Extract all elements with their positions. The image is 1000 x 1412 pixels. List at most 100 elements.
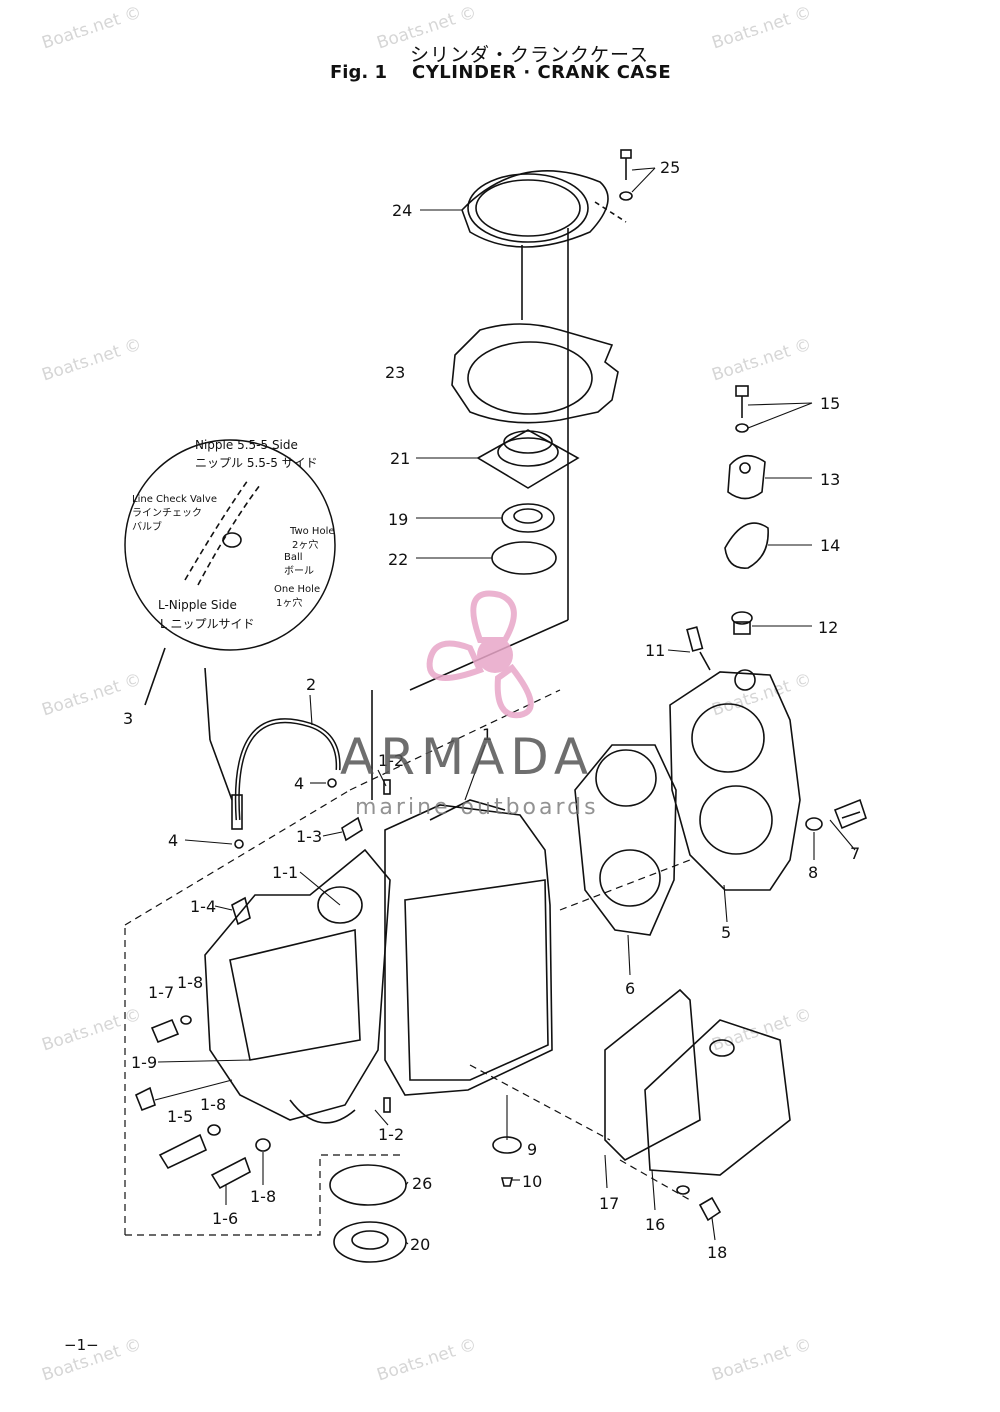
part-19-seal <box>501 503 555 533</box>
part-5-cylinder-head <box>669 669 801 891</box>
part-24-plate <box>461 170 609 248</box>
detail-ball-jp: ボール <box>284 565 314 577</box>
callout: 16 <box>645 1215 665 1234</box>
callout: 1-8 <box>177 973 203 992</box>
detail-l-nipple-side-jp: L ニップルサイド <box>160 617 255 631</box>
callout: 8 <box>808 863 818 882</box>
callout: 12 <box>818 618 838 637</box>
callout: 1-7 <box>148 983 174 1002</box>
brand-propeller-logo <box>426 590 534 719</box>
detail-line-check-valve-jp: バルブ <box>132 520 162 533</box>
callout: 10 <box>522 1172 542 1191</box>
page-number: −1− <box>64 1336 99 1354</box>
part-6-gasket <box>574 744 677 936</box>
callout: 1-2 <box>378 751 404 770</box>
detail-two-hole-jp: 2ヶ穴 <box>292 538 318 551</box>
detail-line-check-valve: Line Check Valve <box>132 494 217 505</box>
callout: 1-8 <box>200 1095 226 1114</box>
part-18-bolt <box>676 1185 722 1222</box>
part-7-bolt <box>833 798 867 830</box>
callout: 22 <box>388 550 408 569</box>
part-22-oring <box>491 541 557 575</box>
callout: 1 <box>482 725 492 744</box>
part-10-screw <box>500 1177 514 1187</box>
callout: 19 <box>388 510 408 529</box>
part-1-crankcase <box>384 799 553 1096</box>
callout: 13 <box>820 470 840 489</box>
callout: 17 <box>599 1194 619 1213</box>
part-23-plate <box>451 323 619 424</box>
callout: 25 <box>660 158 680 177</box>
callout: 1-9 <box>131 1053 157 1072</box>
detail-two-hole: Two Hole <box>289 526 335 537</box>
part-26-oring <box>329 1164 407 1206</box>
title-english: CYLINDER · CRANK CASE <box>412 62 672 83</box>
leader-lines <box>154 167 856 1245</box>
part-1-8-washer <box>255 1138 271 1152</box>
part-1-2-pin <box>383 1097 391 1113</box>
detail-nipple-side: Nipple 5.5-5 Side <box>195 438 298 452</box>
part-1-3-fitting <box>341 816 363 842</box>
callout: 4 <box>294 774 304 793</box>
part-1-8-washer <box>207 1124 221 1136</box>
part-21-housing <box>476 429 580 489</box>
part-14-gasket <box>724 522 769 569</box>
part-1-1-cylinder-block <box>204 848 391 1124</box>
part-1-2-pin <box>383 779 391 795</box>
part-13-cover <box>727 454 766 500</box>
callout: 26 <box>412 1174 432 1193</box>
callout: 4 <box>168 831 178 850</box>
part-1-8-washer <box>180 1015 192 1025</box>
callout: 1-4 <box>190 897 216 916</box>
part-1-5-bolt <box>158 1133 208 1170</box>
callout: 1-6 <box>212 1209 238 1228</box>
callout: 24 <box>392 201 412 220</box>
detail-one-hole-jp: 1ヶ穴 <box>276 596 302 609</box>
part-20-seal <box>333 1221 407 1263</box>
detail-line-check-valve-jp: ラインチェック <box>132 507 202 519</box>
figure-label: Fig. 1 <box>330 62 387 83</box>
part-16-cover <box>644 1019 791 1176</box>
part-1-9-plug <box>134 1086 156 1112</box>
part-1-7-bolt <box>150 1018 180 1044</box>
callout: 6 <box>625 979 635 998</box>
callout: 1-8 <box>250 1187 276 1206</box>
callout: 2 <box>306 675 316 694</box>
part-4-nipple <box>327 778 337 788</box>
callout: 14 <box>820 536 840 555</box>
callout: 3 <box>123 709 133 728</box>
part-12-thermostat <box>731 611 753 635</box>
assembly-guide-lines <box>124 689 691 1236</box>
part-1-4-elbow <box>231 896 251 926</box>
callout: 15 <box>820 394 840 413</box>
brand-name: ARMADA <box>340 728 595 786</box>
callout: 7 <box>850 844 860 863</box>
part-3-check-valve <box>231 794 243 830</box>
callout: 5 <box>721 923 731 942</box>
detail-l-nipple-side: L-Nipple Side <box>158 598 237 612</box>
detail-one-hole: One Hole <box>274 584 320 595</box>
title-japanese: シリンダ・クランクケース <box>410 44 650 66</box>
part-8-washer <box>805 817 823 831</box>
detail-nipple-side-jp: ニップル 5.5-5 サイド <box>195 456 318 470</box>
callout: 9 <box>527 1140 537 1159</box>
part-1-6-bolt <box>210 1156 251 1190</box>
callout-labels: 25 24 23 21 19 22 15 13 14 12 11 3 2 1 4… <box>123 158 860 1262</box>
detail-view-labels: Nipple 5.5-5 Side ニップル 5.5-5 サイド Line Ch… <box>132 438 335 631</box>
brand-tagline: marine outboards <box>355 795 599 820</box>
callout: 20 <box>410 1235 430 1254</box>
callout: 23 <box>385 363 405 382</box>
part-4-nipple <box>234 839 244 849</box>
detail-view-circle <box>124 439 336 651</box>
callout: 1-1 <box>272 863 298 882</box>
part-17-gasket <box>604 988 701 1161</box>
part-11-spark-plug <box>686 626 711 671</box>
callout: 1-2 <box>378 1125 404 1144</box>
callout: 11 <box>645 641 665 660</box>
callout: 21 <box>390 449 410 468</box>
callout: 1-5 <box>167 1107 193 1126</box>
part-25-bolt <box>594 149 633 223</box>
callout: 18 <box>707 1243 727 1262</box>
part-15-bolt <box>735 385 749 433</box>
